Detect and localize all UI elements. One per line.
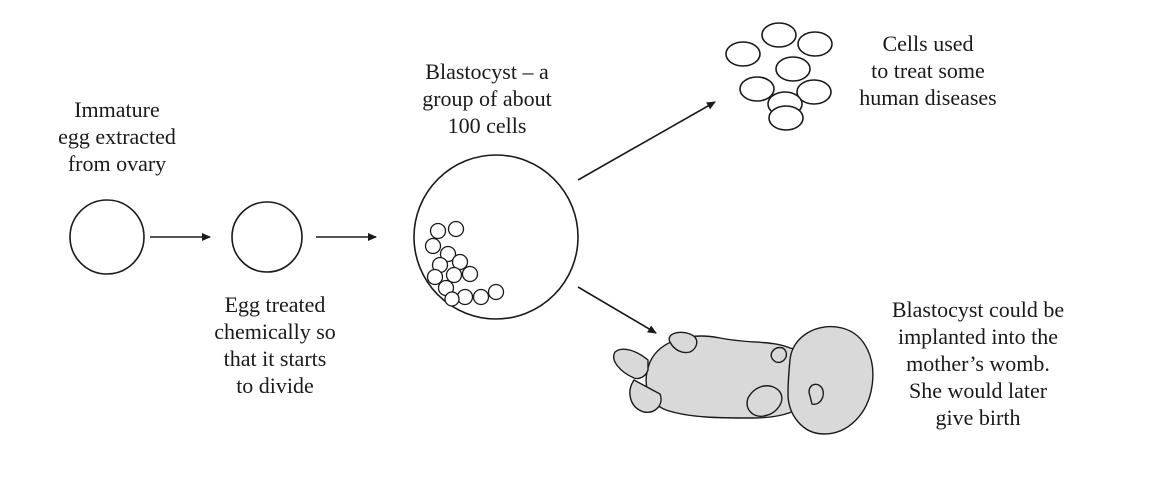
label-immature-egg: Immature egg extracted from ovary	[58, 97, 176, 176]
label-implanted: Blastocyst could be implanted into the m…	[891, 297, 1065, 430]
treated-egg-circle	[231, 201, 303, 273]
baby-illustration	[613, 326, 874, 435]
label-blastocyst: Blastocyst – a group of about 100 cells	[422, 59, 552, 138]
label-cells-used: Cells used to treat some human diseases	[859, 31, 997, 110]
immature-egg-circle	[69, 199, 145, 275]
label-egg-treated: Egg treated chemically so that it starts…	[214, 292, 336, 398]
arrow-to-baby	[577, 286, 657, 334]
arrow-to-cells	[577, 101, 716, 181]
inner-cell-mass	[424, 220, 505, 307]
blastocyst	[413, 154, 579, 320]
separated-cells	[725, 22, 833, 131]
